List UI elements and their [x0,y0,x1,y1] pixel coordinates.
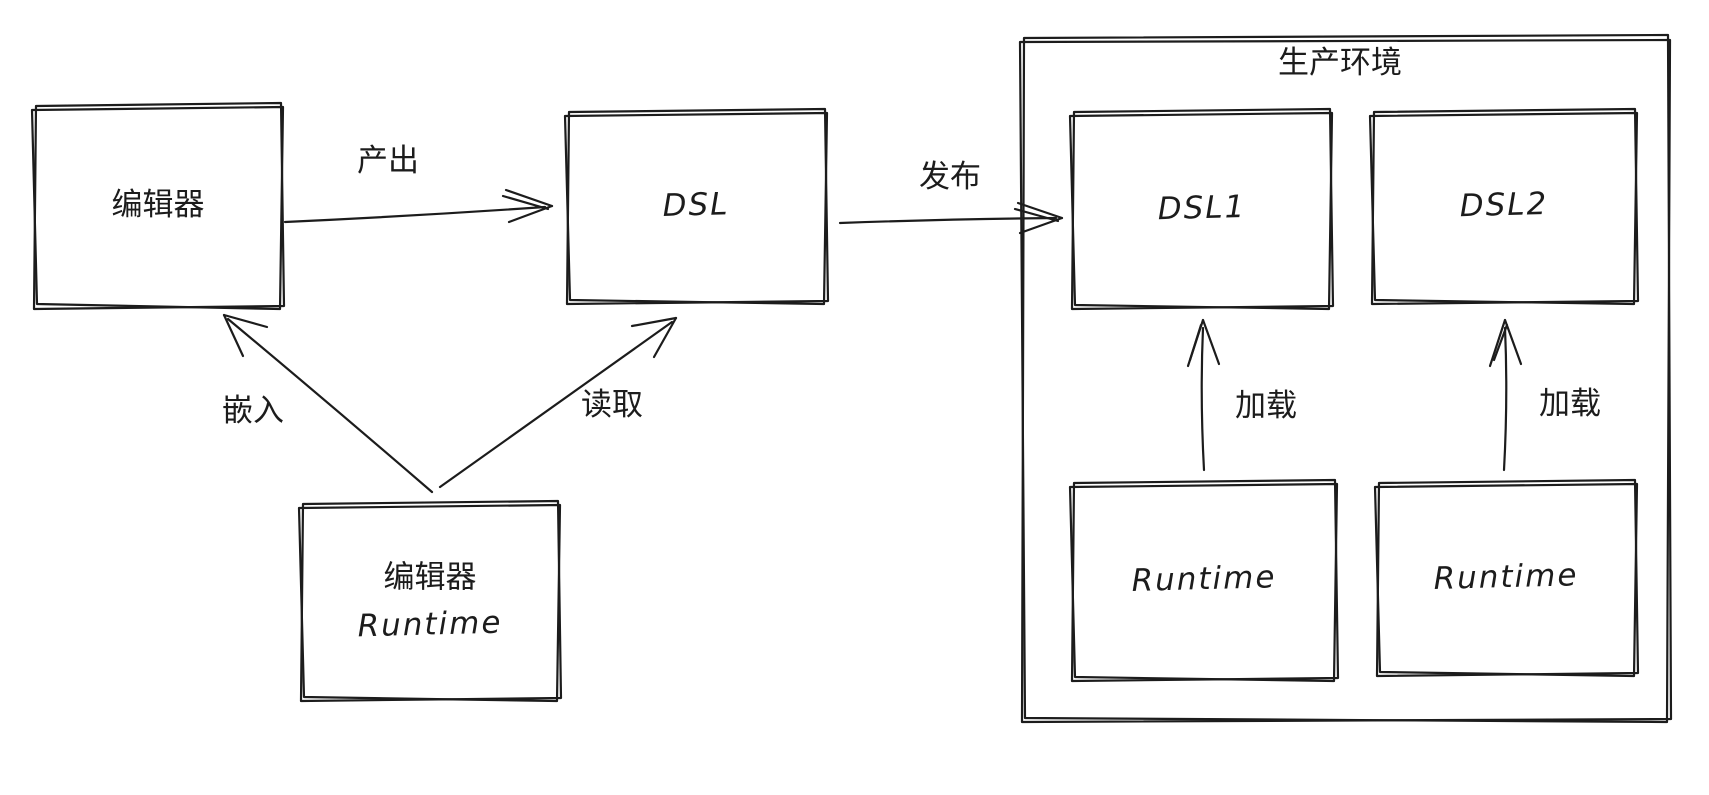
production-env-container-box [1018,33,1673,724]
dsl1-node-label: DSL1 [1157,188,1247,228]
editor-node-label: 编辑器 [111,187,205,224]
runtime1-node-box [1068,478,1340,683]
editor-runtime-label-line1: 编辑器 [383,559,477,596]
load1-edge-label: 加载 [1235,388,1297,425]
editor-runtime-label-line2: Runtime [357,604,503,644]
read-edge-label: 读取 [581,387,643,424]
embed-arrow [222,313,434,494]
read-arrow [438,316,678,489]
load-arrow-1 [1186,318,1221,472]
embed-edge-label: 嵌入 [222,393,284,430]
publish-edge-label: 发布 [919,159,981,196]
load2-edge-label: 加载 [1539,386,1601,423]
dsl2-node-label: DSL2 [1459,185,1549,225]
produce-edge-label: 产出 [357,143,419,180]
editor-runtime-node-box [297,499,563,703]
produce-arrow [283,188,554,224]
dsl-node-box [563,107,830,306]
runtime2-node-label: Runtime [1433,557,1579,597]
runtime1-node-label: Runtime [1131,559,1277,599]
dsl2-node-box [1368,107,1640,306]
editor-node-box [30,101,286,311]
load-arrow-2 [1488,318,1523,472]
dsl-node-label: DSL [662,186,730,224]
runtime2-node-box [1373,478,1640,678]
publish-arrow [838,201,1064,235]
dsl1-node-box [1068,107,1335,311]
production-env-title: 生产环境 [1278,45,1402,82]
editor-runtime-node-label: 编辑器 Runtime [357,555,503,648]
